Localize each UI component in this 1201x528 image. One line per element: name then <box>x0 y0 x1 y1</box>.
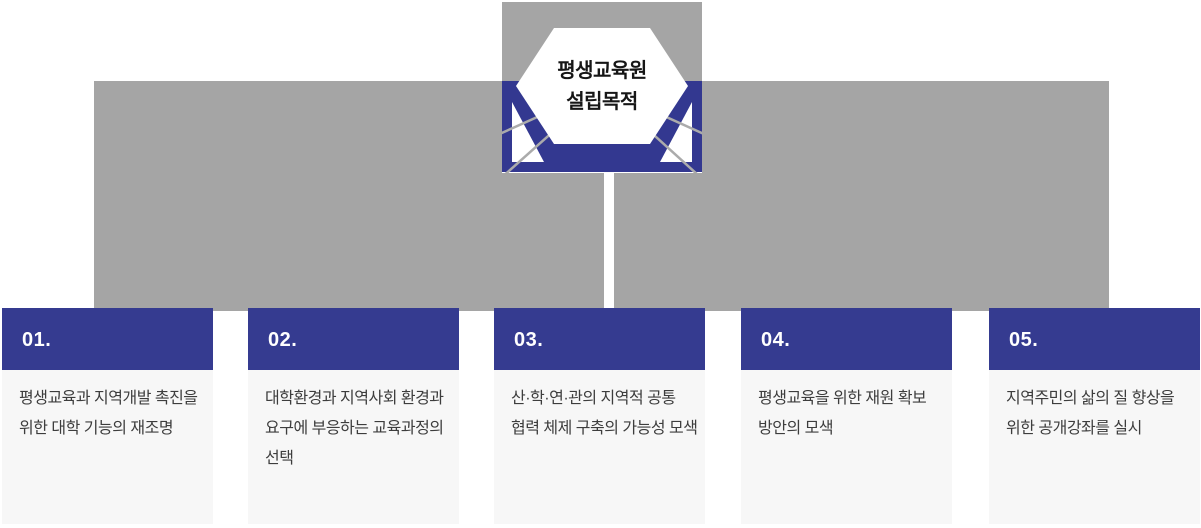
card-02-text: 대학환경과 지역사회 환경과 요구에 부응하는 교육과정의 선택 <box>248 370 459 524</box>
card-02-number: 02. <box>268 329 298 351</box>
card-03: 03. 산·학·연·관의 지역적 공통 협력 체제 구축의 가능성 모색 <box>494 308 705 524</box>
center-connector-strip <box>604 172 614 311</box>
card-05: 05. 지역주민의 삶의 질 향상을 위한 공개강좌를 실시 <box>989 308 1200 524</box>
badge-title: 평생교육원 설립목적 <box>557 60 647 113</box>
card-05-number: 05. <box>1009 329 1039 351</box>
card-03-header: 03. <box>494 308 705 370</box>
card-04: 04. 평생교육을 위한 재원 확보 방안의 모색 <box>741 308 952 524</box>
card-05-header: 05. <box>989 308 1200 370</box>
card-04-header: 04. <box>741 308 952 370</box>
card-01-text: 평생교육과 지역개발 촉진을 위한 대학 기능의 재조명 <box>2 370 213 524</box>
card-02: 02. 대학환경과 지역사회 환경과 요구에 부응하는 교육과정의 선택 <box>248 308 459 524</box>
card-03-number: 03. <box>514 329 544 351</box>
card-04-number: 04. <box>761 329 791 351</box>
card-02-header: 02. <box>248 308 459 370</box>
badge-hexagon <box>516 28 688 144</box>
card-01-header: 01. <box>2 308 213 370</box>
gray-panel <box>94 2 1109 311</box>
card-01-number: 01. <box>22 329 52 351</box>
card-03-text: 산·학·연·관의 지역적 공통 협력 체제 구축의 가능성 모색 <box>494 370 705 524</box>
card-01: 01. 평생교육과 지역개발 촉진을 위한 대학 기능의 재조명 <box>2 308 213 524</box>
card-05-text: 지역주민의 삶의 질 향상을 위한 공개강좌를 실시 <box>989 370 1200 524</box>
card-04-text: 평생교육을 위한 재원 확보 방안의 모색 <box>741 370 952 524</box>
